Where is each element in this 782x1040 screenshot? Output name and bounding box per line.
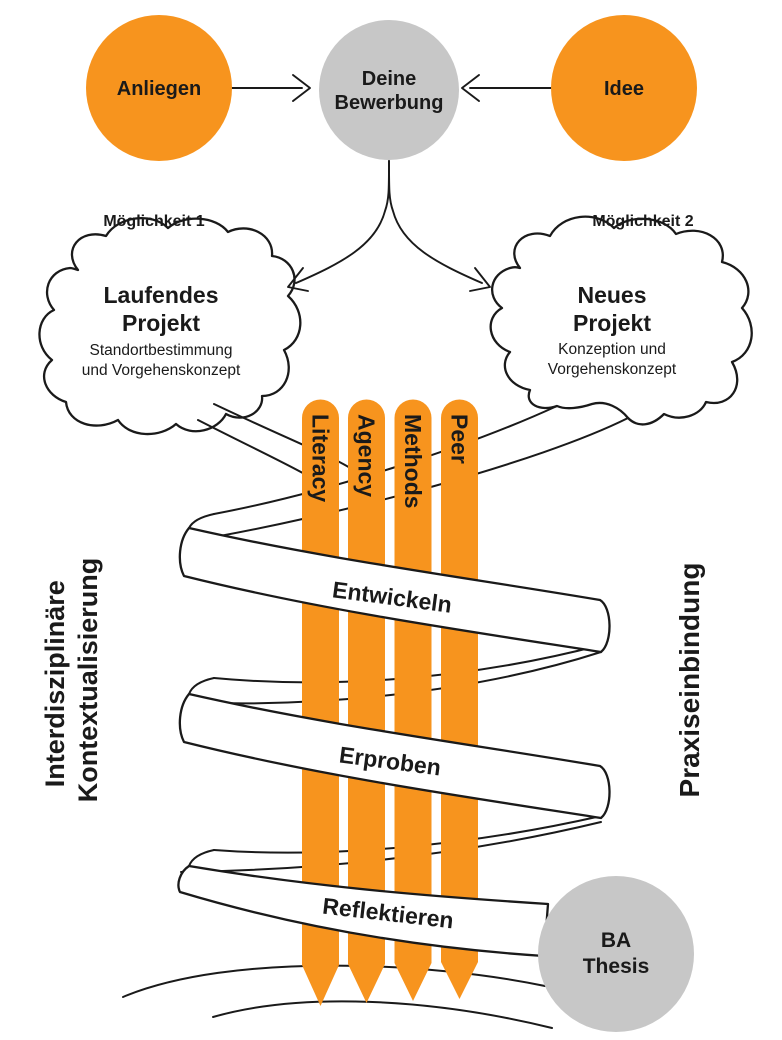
strand-label-agency: Agency bbox=[354, 414, 380, 497]
cloud-right-outline bbox=[489, 215, 753, 426]
option-right-subtitle-1: Konzeption und bbox=[558, 341, 666, 358]
side-label-left: Interdisziplinäre Kontextualisierung bbox=[40, 558, 103, 803]
cloud-left bbox=[38, 217, 302, 436]
option-right-title-2: Projekt bbox=[573, 310, 651, 336]
option-left-texts: Möglichkeit 1 Laufendes Projekt Standort… bbox=[82, 213, 241, 379]
circle-bewerbung-line2: Bewerbung bbox=[335, 92, 444, 114]
circle-ba-thesis bbox=[538, 876, 694, 1032]
strand-bars: Literacy Agency Methods Peer bbox=[302, 399, 478, 1006]
option-left-tag: Möglichkeit 1 bbox=[103, 213, 204, 230]
option-left-title-2: Projekt bbox=[122, 310, 200, 336]
circle-idee-label: Idee bbox=[604, 78, 644, 100]
side-label-right: Praxiseinbindung bbox=[674, 563, 705, 798]
option-right-subtitle-2: Vorgehenskonzept bbox=[548, 361, 677, 378]
option-left-subtitle-2: und Vorgehenskonzept bbox=[82, 362, 241, 379]
option-right-texts: Möglichkeit 2 Neues Projekt Konzeption u… bbox=[548, 213, 694, 378]
fork-arrowhead-right-icon bbox=[469, 267, 491, 292]
option-left-title-1: Laufendes bbox=[103, 282, 218, 308]
circle-deine-bewerbung bbox=[319, 20, 459, 160]
back-pass-2b bbox=[180, 821, 602, 873]
option-right-title-1: Neues bbox=[577, 282, 646, 308]
fork-arrow-left bbox=[295, 160, 390, 284]
strand-bar-peer bbox=[441, 399, 478, 999]
fork-arrowhead-left-icon bbox=[287, 267, 309, 292]
thesis-circle-group: BA Thesis bbox=[538, 876, 694, 1032]
arrowhead-left-icon bbox=[461, 74, 480, 102]
back-pass-2a bbox=[213, 815, 602, 854]
strand-bar-methods bbox=[394, 399, 432, 1001]
strand-label-methods: Methods bbox=[400, 414, 426, 509]
fold-flap-1 bbox=[188, 513, 215, 529]
side-label-left-line2: Kontextualisierung bbox=[73, 558, 103, 803]
option-right-tag: Möglichkeit 2 bbox=[592, 213, 693, 230]
option-left-subtitle-1: Standortbestimmung bbox=[89, 342, 232, 359]
strand-bar-literacy bbox=[302, 399, 339, 1006]
strand-label-peer: Peer bbox=[447, 414, 473, 464]
thesis-line1: BA bbox=[601, 929, 631, 952]
cloud-right-tail-line-2 bbox=[185, 417, 629, 543]
spiral-band-erproben bbox=[178, 692, 611, 820]
cloud-right-tail-line-1 bbox=[213, 405, 558, 515]
side-labels: Interdisziplinäre Kontextualisierung Pra… bbox=[40, 558, 705, 803]
circle-bewerbung-line1: Deine bbox=[362, 68, 416, 90]
arrowhead-right-icon bbox=[292, 74, 311, 102]
fork-arrow-right bbox=[388, 160, 483, 284]
back-pass-1a bbox=[213, 644, 602, 684]
thesis-line2: Thesis bbox=[583, 955, 650, 978]
circle-idee bbox=[551, 15, 697, 161]
circle-anliegen bbox=[86, 15, 232, 161]
strand-label-literacy: Literacy bbox=[308, 414, 334, 502]
circle-anliegen-label: Anliegen bbox=[117, 78, 201, 100]
top-arrows bbox=[231, 74, 559, 292]
spiral-band-reflektieren bbox=[177, 864, 550, 958]
fold-flap-3 bbox=[188, 849, 215, 867]
spiral-band-entwickeln bbox=[178, 526, 611, 654]
fold-flap-2 bbox=[188, 677, 215, 695]
spiral-front-bands: Entwickeln Erproben Reflektieren bbox=[177, 526, 611, 958]
top-circles: Anliegen Deine Bewerbung Idee bbox=[86, 15, 697, 161]
strand-bar-agency bbox=[348, 399, 385, 1003]
cloud-right bbox=[489, 215, 753, 426]
side-label-left-line1: Interdisziplinäre bbox=[40, 580, 70, 787]
spiral-tail-line-2 bbox=[212, 1000, 553, 1029]
cloud-left-tail-line-1 bbox=[213, 403, 363, 479]
cloud-left-outline bbox=[38, 217, 302, 436]
